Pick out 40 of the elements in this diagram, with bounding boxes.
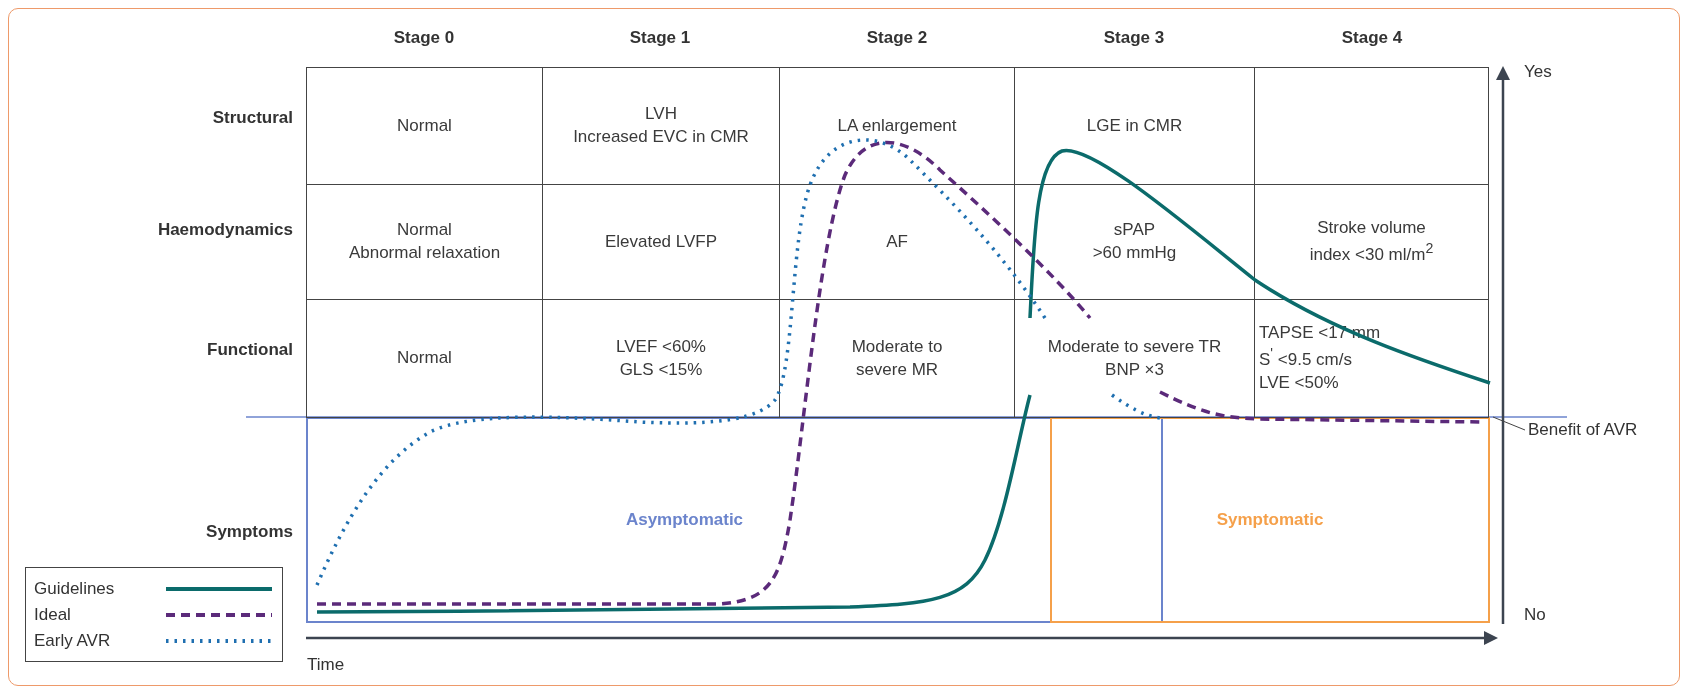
legend-text: Ideal <box>34 604 71 625</box>
row-heading: Symptoms <box>206 522 293 542</box>
cell-text: Normal <box>397 347 452 370</box>
region-label: Symptomatic <box>1216 510 1324 530</box>
row-heading: Haemodynamics <box>157 220 293 240</box>
cell-text: LVEF <60% <box>616 335 706 358</box>
row-heading: Stage 2 <box>866 28 928 48</box>
row-heading: Stage 4 <box>1341 28 1403 48</box>
region-label: Asymptomatic <box>625 510 744 530</box>
legend-text: Guidelines <box>34 578 115 599</box>
cell-text: Increased EVC in CMR <box>573 126 749 148</box>
cell-text: sPAP <box>1113 219 1156 242</box>
row-heading: Structural <box>212 108 293 128</box>
cell-text: Stroke volume index <30 ml/m$^{2}$ <box>1308 216 1435 267</box>
axis-label: Time <box>307 655 345 675</box>
cell-text: Moderate to severe MR <box>850 335 944 381</box>
cell-text: LVH <box>645 103 677 126</box>
cell-text: LGE in CMR <box>1086 114 1183 137</box>
cell-text: LA enlargement <box>837 114 957 137</box>
cell-text: LVE <50% <box>1259 372 1339 395</box>
cell-text: S$^{'}$ <9.5 cm/s <box>1259 344 1352 372</box>
row-heading: Stage 0 <box>393 28 455 48</box>
row-heading: Stage 1 <box>629 28 691 48</box>
phase-region <box>1050 417 1490 623</box>
cell-text: Abnormal relaxation <box>348 242 501 264</box>
cell-text: BNP ×3 <box>1105 358 1164 381</box>
row-heading: Stage 3 <box>1103 28 1165 48</box>
axis-label: Benefit of AVR <box>1528 420 1638 440</box>
cell-text: Moderate to severe TR <box>1047 335 1222 358</box>
cell-text: >60 mmHg <box>1092 242 1177 264</box>
cell-text: GLS <15% <box>619 358 703 381</box>
cell-text: Normal <box>397 114 452 137</box>
axis-label: Yes <box>1524 62 1552 82</box>
axis-label: No <box>1524 605 1546 625</box>
phase-region <box>306 417 1163 623</box>
cell-text: Normal <box>397 219 452 242</box>
cell-text: Elevated LVFP <box>604 230 718 253</box>
legend-text: Early AVR <box>34 630 111 651</box>
cell-text: AF <box>886 230 908 253</box>
row-heading: Functional <box>207 340 293 360</box>
